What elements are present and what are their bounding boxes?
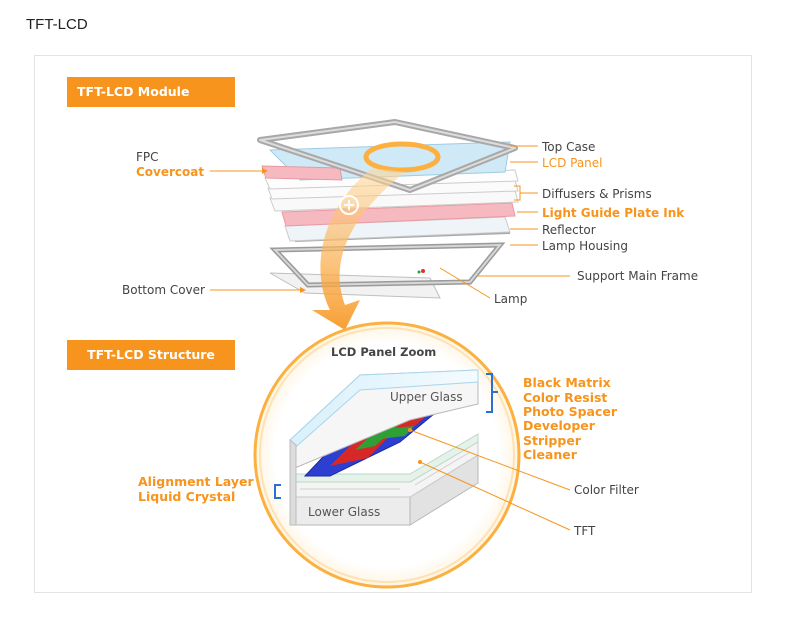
tab-module-layers[interactable]: TFT-LCD Module Layers bbox=[67, 77, 235, 129]
label-lower-glass: Lower Glass bbox=[308, 505, 380, 519]
label-diffusers-prisms: Diffusers & Prisms bbox=[542, 187, 652, 201]
zoom-target-ring bbox=[363, 141, 441, 173]
label-alignment-layer: Alignment Layer bbox=[138, 474, 254, 489]
label-reflector: Reflector bbox=[542, 223, 596, 237]
label-light-guide-plate-ink: Light Guide Plate Ink bbox=[542, 206, 685, 220]
label-fpc: FPC bbox=[136, 150, 159, 164]
label-top-case: Top Case bbox=[541, 140, 595, 154]
label-color-resist: Color Resist bbox=[523, 390, 607, 405]
lamp-mark bbox=[421, 269, 425, 273]
label-stripper: Stripper bbox=[523, 433, 582, 448]
label-upper-glass: Upper Glass bbox=[390, 390, 463, 404]
label-covercoat: Covercoat bbox=[136, 165, 204, 179]
label-cleaner: Cleaner bbox=[523, 447, 578, 462]
structure-leaders bbox=[408, 428, 571, 531]
label-tft: TFT bbox=[573, 524, 596, 538]
module-exploded-view bbox=[257, 119, 519, 299]
lower-group-labels: Alignment Layer Liquid Crystal bbox=[138, 474, 254, 504]
upper-group-labels: Black Matrix Color Resist Photo Spacer D… bbox=[523, 375, 618, 462]
zoom-arrow bbox=[312, 168, 405, 330]
label-lcd-panel: LCD Panel bbox=[542, 156, 603, 170]
zoom-plus-icon bbox=[339, 195, 359, 215]
label-bottom-cover: Bottom Cover bbox=[122, 283, 205, 297]
page-title: TFT-LCD bbox=[26, 16, 88, 33]
fpc-strip bbox=[261, 165, 343, 181]
panel-cross-section bbox=[289, 369, 479, 526]
label-photo-spacer: Photo Spacer bbox=[523, 404, 618, 419]
label-lamp: Lamp bbox=[494, 292, 527, 306]
label-liquid-crystal: Liquid Crystal bbox=[138, 489, 235, 504]
tab-structure[interactable]: TFT-LCD Structure bbox=[67, 340, 235, 370]
module-leaders-left bbox=[210, 168, 306, 293]
label-black-matrix: Black Matrix bbox=[523, 375, 611, 390]
label-developer: Developer bbox=[523, 418, 596, 433]
label-color-filter: Color Filter bbox=[574, 483, 639, 497]
module-leaders-right bbox=[439, 145, 570, 299]
label-lamp-housing: Lamp Housing bbox=[542, 239, 628, 253]
zoom-title: LCD Panel Zoom bbox=[331, 345, 436, 359]
lower-bracket bbox=[274, 484, 281, 499]
label-support-main-frame: Support Main Frame bbox=[577, 269, 698, 283]
